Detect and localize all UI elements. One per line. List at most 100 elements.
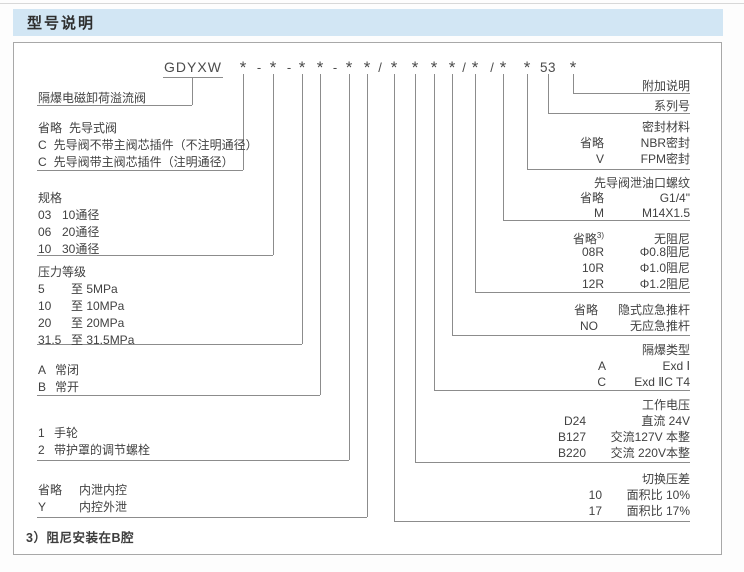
option-desc: 面积比 17% bbox=[626, 504, 690, 518]
option-desc: 10通径 bbox=[62, 208, 100, 222]
option-code: 12R bbox=[581, 277, 604, 291]
option-desc: Exd ⅡC T4 bbox=[634, 375, 690, 389]
option-desc: 内泄内控 bbox=[79, 483, 128, 497]
connector-hline bbox=[37, 255, 273, 256]
group-title: 隔爆类型 bbox=[641, 343, 690, 357]
option-desc: 内控外泄 bbox=[79, 500, 128, 514]
option-row: C Exd ⅡC T4 bbox=[592, 374, 690, 390]
option-row: 06 20通径 bbox=[38, 224, 99, 241]
code-token: * bbox=[411, 58, 419, 77]
group-explosion-proof-type: 隔爆类型 A Exd Ⅰ C Exd ⅡC T4 bbox=[592, 342, 690, 390]
option-code: A bbox=[597, 359, 606, 373]
code-token: * bbox=[569, 58, 577, 77]
option-desc: Φ1.0阻尼 bbox=[639, 261, 690, 275]
connector-vline bbox=[475, 74, 476, 292]
option-code: 5 bbox=[38, 282, 45, 296]
group-additional-notes: 附加说明 bbox=[642, 78, 690, 94]
connector-vline bbox=[349, 74, 350, 460]
option-row: 31.5 至 31.5MPa bbox=[38, 332, 134, 349]
group-valve-name: 隔爆电磁卸荷溢流阀 bbox=[38, 90, 146, 107]
option-code: B127 bbox=[557, 430, 586, 444]
group-title: 隔爆电磁卸荷溢流阀 bbox=[38, 91, 147, 105]
code-token: * bbox=[390, 58, 398, 77]
option-row: B127 交流127V 本整 bbox=[552, 429, 690, 445]
option-code: 17 bbox=[588, 504, 602, 518]
option-desc: 先导式阀 bbox=[69, 121, 118, 135]
model-code-prefix: GDYXW bbox=[163, 59, 223, 78]
connector-hline bbox=[527, 169, 690, 170]
connector-vline bbox=[548, 74, 549, 113]
option-code: 1 bbox=[38, 426, 45, 440]
option-code: 省略 bbox=[579, 191, 604, 205]
option-row: 08R Φ0.8阻尼 bbox=[573, 244, 690, 260]
option-code: 省略 bbox=[573, 303, 598, 317]
option-desc: 手轮 bbox=[54, 426, 79, 440]
connector-hline bbox=[415, 462, 690, 463]
option-desc: Exd Ⅰ bbox=[662, 359, 690, 373]
option-row: M M14X1.5 bbox=[574, 206, 690, 221]
option-code: D24 bbox=[563, 414, 586, 428]
option-code: 省略 bbox=[38, 121, 63, 135]
option-code: M bbox=[594, 206, 604, 220]
group-title: 规格 bbox=[38, 191, 63, 205]
group-series-number: 系列号 bbox=[654, 98, 690, 114]
option-code: 06 bbox=[38, 225, 52, 239]
option-desc: 常开 bbox=[55, 380, 80, 394]
option-row: A 常闭 bbox=[38, 362, 79, 379]
group-pilot-type: 省略 先导式阀 C 先导阀不带主阀芯插件（不注明通径） C 先导阀带主阀芯插件（… bbox=[38, 120, 258, 171]
connector-vline bbox=[415, 74, 416, 462]
option-desc: 先导阀带主阀芯插件（注明通径） bbox=[53, 155, 234, 169]
connector-hline bbox=[37, 170, 243, 171]
group-drain-control: 省略 内泄内控 Y 内控外泄 bbox=[38, 482, 127, 516]
option-row: 10 至 10MPa bbox=[38, 298, 134, 315]
option-row: 2 带护罩的调节螺栓 bbox=[38, 442, 150, 459]
option-row: 1 手轮 bbox=[38, 425, 150, 442]
group-title: 压力等级 bbox=[38, 265, 87, 279]
option-code: 03 bbox=[38, 208, 52, 222]
option-code: 10 bbox=[38, 299, 52, 313]
code-token: * bbox=[239, 58, 247, 77]
option-desc: 带护罩的调节螺栓 bbox=[54, 443, 151, 457]
option-desc: 隐式应急推杆 bbox=[617, 303, 690, 317]
code-token: * bbox=[471, 58, 479, 77]
option-row: 省略 隐式应急推杆 bbox=[568, 302, 690, 318]
option-code: 08R bbox=[581, 245, 604, 259]
code-token: - bbox=[332, 60, 338, 75]
connector-vline bbox=[192, 77, 193, 105]
page-title: 型号说明 bbox=[27, 15, 96, 32]
option-code: Y bbox=[38, 500, 47, 514]
option-code: 省略 bbox=[579, 136, 604, 150]
option-row: 10 30通径 bbox=[38, 241, 99, 258]
code-token: * bbox=[499, 58, 507, 77]
option-code: NO bbox=[580, 319, 598, 333]
option-desc: 无应急推杆 bbox=[629, 319, 690, 333]
connector-hline bbox=[37, 105, 192, 106]
group-pilot-drain-thread: 先导阀泄油口螺纹 省略 G1/4" M M14X1.5 bbox=[574, 176, 690, 221]
connector-vline bbox=[394, 74, 395, 521]
connector-hline bbox=[434, 390, 690, 391]
option-row: B220 交流 220V本整 bbox=[552, 445, 690, 461]
option-row: C 先导阀带主阀芯插件（注明通径） bbox=[38, 154, 258, 171]
option-code: 2 bbox=[38, 443, 45, 457]
group-damping: 省略3) 无阻尼 08R Φ0.8阻尼 10R Φ1.0阻尼 12R Φ1.2阻… bbox=[573, 228, 690, 292]
option-row: 省略3) 无阻尼 bbox=[573, 228, 690, 246]
option-code: A bbox=[38, 363, 47, 377]
group-title: 系列号 bbox=[653, 99, 690, 113]
option-code: 10 bbox=[38, 242, 52, 256]
option-row: 20 至 20MPa bbox=[38, 315, 134, 332]
option-desc: 无阻尼 bbox=[653, 232, 690, 246]
option-row: NO 无应急推杆 bbox=[568, 318, 690, 334]
option-desc: 直流 24V bbox=[641, 414, 690, 428]
connector-hline bbox=[452, 335, 690, 336]
group-title: 工作电压 bbox=[641, 398, 690, 412]
code-token: - bbox=[286, 60, 292, 75]
group-emergency-rod: 省略 隐式应急推杆 NO 无应急推杆 bbox=[568, 302, 690, 334]
option-row: D24 直流 24V bbox=[552, 413, 690, 429]
option-desc: 至 20MPa bbox=[71, 316, 125, 330]
connector-vline bbox=[243, 74, 244, 170]
option-desc: Φ1.2阻尼 bbox=[639, 277, 690, 291]
option-desc: 30通径 bbox=[62, 242, 100, 256]
option-row: 5 至 5MPa bbox=[38, 281, 134, 298]
group-title: 先导阀泄油口螺纹 bbox=[593, 176, 690, 190]
connector-vline bbox=[434, 74, 435, 390]
